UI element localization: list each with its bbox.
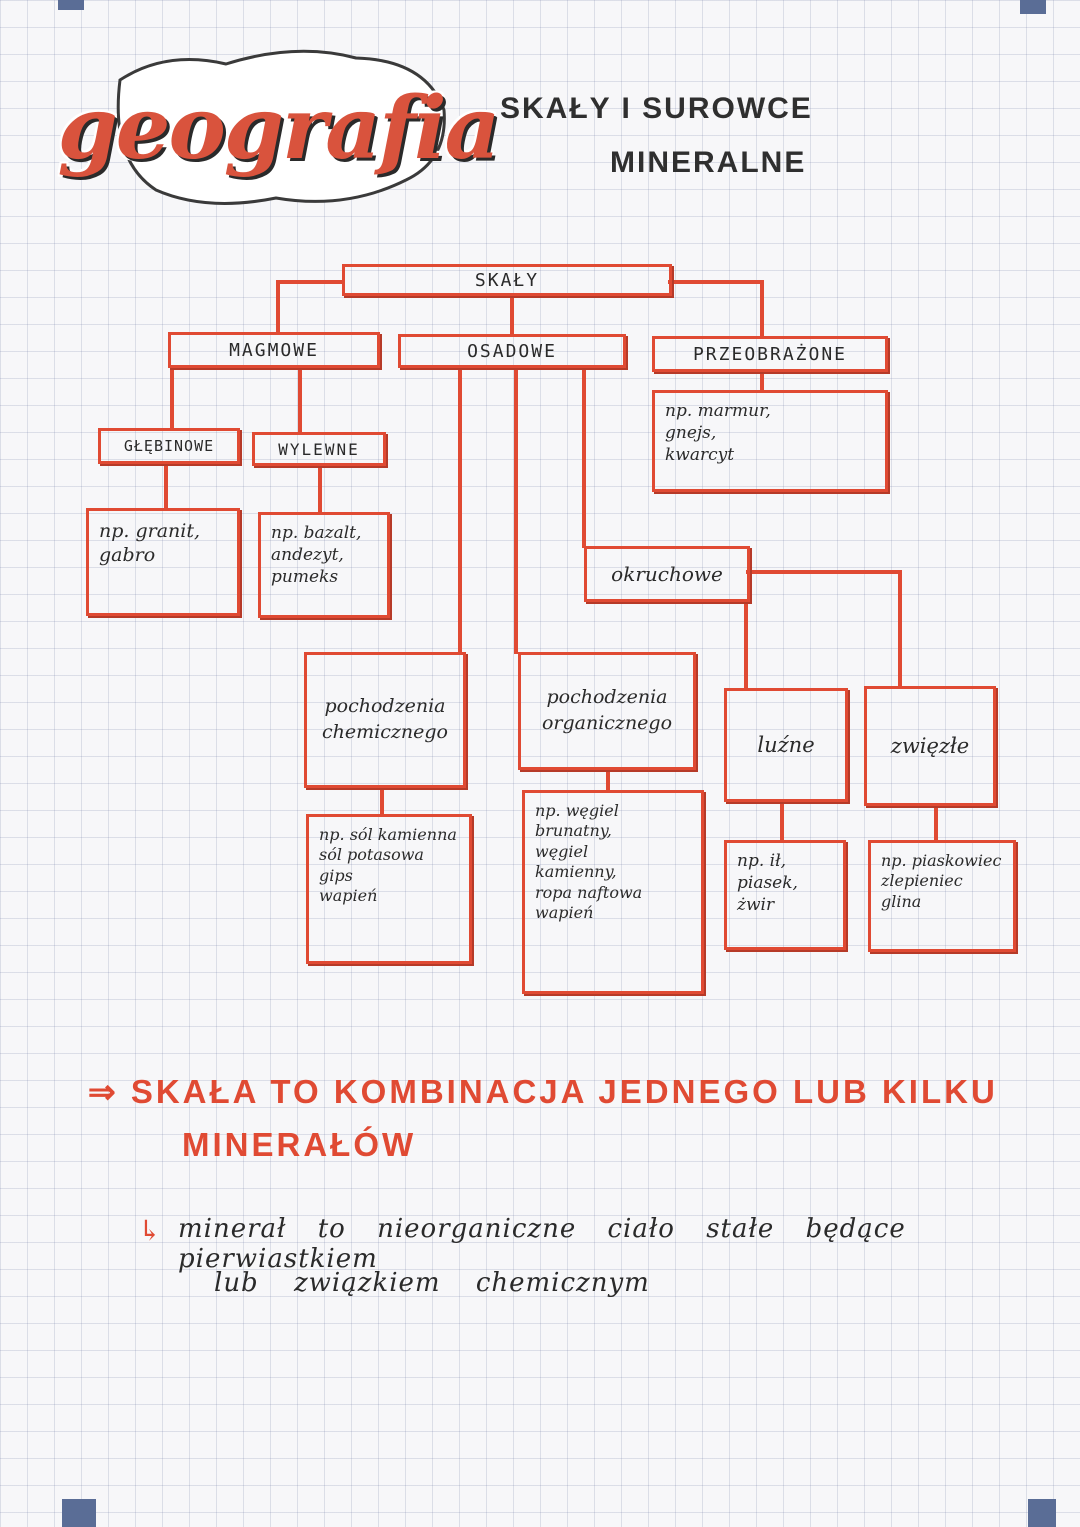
page-title-line2: MINERALNE xyxy=(610,146,807,179)
node-zwiezle: zwięzłe xyxy=(864,686,996,806)
page-title-line1: SKAŁY I SUROWCE xyxy=(500,92,813,125)
node-wylewne: WYLEWNE xyxy=(252,432,386,466)
node-osadowe: OSADOWE xyxy=(398,334,626,368)
binder-corner-bottom-right xyxy=(1028,1499,1056,1527)
definition-note-line2: lub związkiem chemicznym xyxy=(214,1268,650,1298)
node-okruchowe: okruchowe xyxy=(584,546,750,602)
node-glebinowe: GŁĘBINOWE xyxy=(98,428,240,464)
node-luzne-examples: np. ił, piasek, żwir xyxy=(724,840,846,950)
node-organiczne-examples: np. węgiel brunatny, węgiel kamienny, ro… xyxy=(522,790,704,994)
node-przeobrazone: PRZEOBRAŻONE xyxy=(652,336,888,372)
definition-rule-line1: ⇒ SKAŁA TO KOMBINACJA JEDNEGO LUB KILKU xyxy=(88,1073,998,1110)
node-przeobrazone-examples: np. marmur, gnejs, kwarcyt xyxy=(652,390,888,492)
node-chemiczne-examples: np. sól kamienna sól potasowa gips wapie… xyxy=(306,814,472,964)
node-wylewne-examples: np. bazalt, andezyt, pumeks xyxy=(258,512,390,618)
binder-corner-bottom-left xyxy=(62,1499,96,1527)
definition-rule-line2: MINERAŁÓW xyxy=(182,1126,417,1163)
bent-arrow-icon: ↳ xyxy=(138,1214,163,1247)
binder-corner-top-left xyxy=(58,0,84,10)
node-magmowe: MAGMOWE xyxy=(168,332,380,368)
node-chemiczne: pochodzenia chemicznego xyxy=(304,652,466,788)
node-glebinowe-examples: np. granit, gabro xyxy=(86,508,240,616)
binder-corner-top-right xyxy=(1020,0,1046,14)
node-luzne: luźne xyxy=(724,688,848,802)
node-skaly: SKAŁY xyxy=(342,264,672,296)
node-organiczne: pochodzenia organicznego xyxy=(518,652,696,770)
connector-lines xyxy=(164,280,938,842)
logo-sticker-outline xyxy=(116,49,446,205)
logo-text: geografia xyxy=(57,77,501,179)
geografia-logo: geografia xyxy=(57,40,501,216)
definition-note-line1: minerał to nieorganiczne ciało stałe będ… xyxy=(178,1214,906,1274)
node-zwiezle-examples: np. piaskowiec zlepieniec glina xyxy=(868,840,1016,952)
